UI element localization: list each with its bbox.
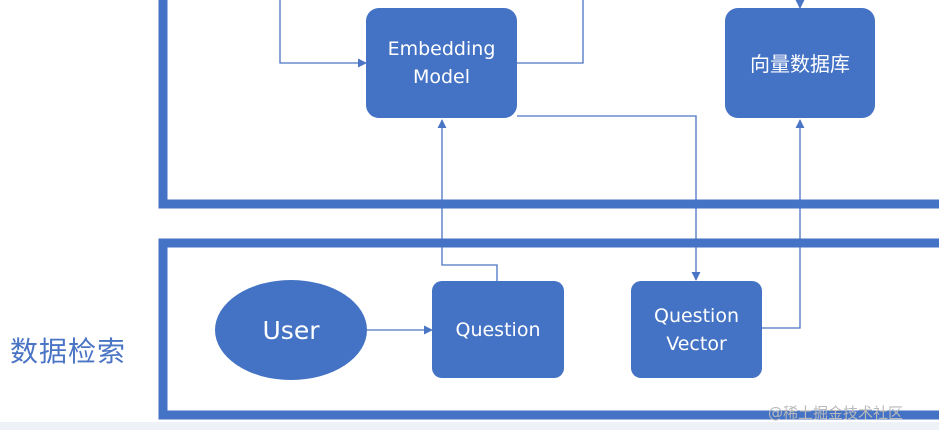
connector-embedding-to-top	[517, 0, 584, 64]
question-vector-label-line1: Question	[654, 305, 739, 327]
question-vector-node: Question Vector	[631, 281, 762, 378]
connector-question-to-embedding	[437, 119, 498, 281]
question-node: Question	[432, 281, 564, 378]
user-label: User	[263, 316, 321, 345]
vector-db-label: 向量数据库	[750, 52, 850, 76]
retrieval-frame	[158, 238, 939, 420]
embedding-model-label-line2: Model	[413, 66, 470, 88]
bottom-strip	[0, 422, 939, 430]
embedding-model-node: Embedding Model	[366, 8, 517, 118]
indexing-frame	[158, 0, 939, 209]
user-node: User	[215, 280, 367, 380]
retrieval-section-label: 数据检索	[10, 335, 127, 368]
question-vector-label-line2: Vector	[666, 333, 727, 355]
connector-question-vector-to-db	[762, 119, 805, 329]
question-label: Question	[456, 319, 541, 341]
watermark: @稀土掘金技术社区	[768, 404, 904, 422]
connector-embedding-to-question-vector	[517, 115, 701, 281]
vector-db-node: 向量数据库	[725, 8, 875, 118]
connector-doc-to-embedding	[279, 0, 367, 68]
embedding-model-label-line1: Embedding	[388, 38, 496, 60]
